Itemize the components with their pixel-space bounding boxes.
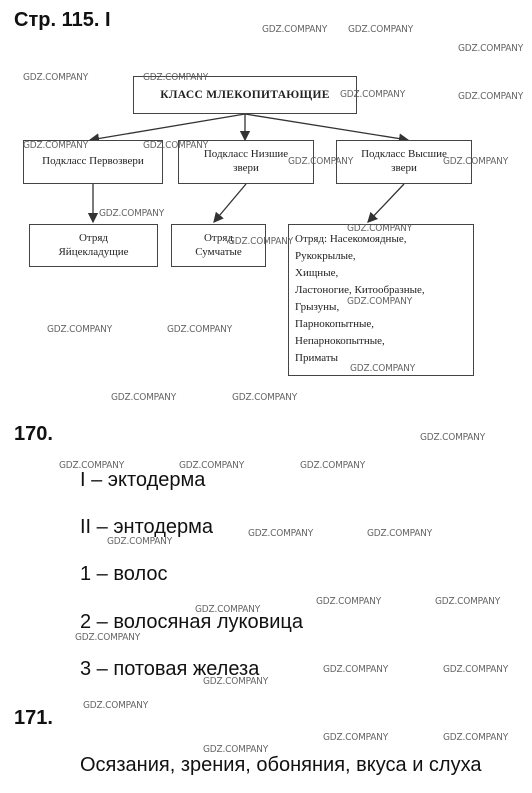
order-bats: Рукокрылые,	[295, 250, 356, 263]
order-marsupials-box: Отряд Сумчатые	[171, 224, 266, 267]
watermark: GDZ.COMPANY	[47, 324, 113, 335]
watermark: GDZ.COMPANY	[167, 324, 233, 335]
order-perissodactyls: Непарнокопытные,	[295, 335, 385, 348]
subclass-metatheria-label: Подкласс Низшие звери	[203, 148, 289, 174]
watermark: GDZ.COMPANY	[420, 432, 486, 443]
watermark: GDZ.COMPANY	[179, 460, 245, 471]
task-171-number: 171.	[14, 707, 53, 729]
order-marsupials-name: Сумчатые	[195, 245, 242, 258]
watermark: GDZ.COMPANY	[443, 156, 509, 167]
watermark: GDZ.COMPANY	[347, 223, 413, 234]
watermark: GDZ.COMPANY	[232, 392, 298, 403]
watermark: GDZ.COMPANY	[107, 536, 173, 547]
order-pinnipeds-cetaceans: Ластоногие, Китообразные,	[295, 284, 425, 297]
watermark: GDZ.COMPANY	[350, 363, 416, 374]
watermark: GDZ.COMPANY	[23, 140, 89, 151]
watermark: GDZ.COMPANY	[23, 72, 89, 83]
watermark: GDZ.COMPANY	[111, 392, 177, 403]
subclass-prototheria-label: Подкласс Первозвери	[42, 155, 144, 168]
class-mammals-label: КЛАСС МЛЕКОПИТАЮЩИЕ	[160, 88, 330, 101]
watermark: GDZ.COMPANY	[458, 43, 524, 54]
watermark: GDZ.COMPANY	[316, 596, 382, 607]
order-insectivores: Отряд: Насекомоядные,	[295, 233, 407, 245]
order-artiodactyls: Парнокопытные,	[295, 318, 374, 331]
subclass-prototheria-box: Подкласс Первозвери	[23, 140, 163, 184]
watermark: GDZ.COMPANY	[59, 460, 125, 471]
answer-170-line-3: 1 – волос	[80, 563, 168, 585]
class-mammals-box: КЛАСС МЛЕКОПИТАЮЩИЕ	[133, 76, 357, 114]
watermark: GDZ.COMPANY	[143, 72, 209, 83]
answer-170-line-4: 2 – волосяная луковица	[80, 611, 303, 633]
watermark: GDZ.COMPANY	[83, 700, 149, 711]
order-monotremes-name: Яйцекладущие	[58, 245, 129, 258]
watermark: GDZ.COMPANY	[458, 91, 524, 102]
answer-170-line-2: II – энтодерма	[80, 516, 214, 538]
subclass-eutheria-box: Подкласс Высшие звери	[336, 140, 472, 184]
order-monotremes-box: Отряд Яйцекладущие	[29, 224, 158, 267]
answer-170-line-5: 3 – потовая железа	[80, 658, 260, 680]
orders-placental-box: Отряд: Насекомоядные, Рукокрылые, Хищные…	[288, 224, 474, 376]
diagram-arrows	[87, 113, 410, 224]
watermark: GDZ.COMPANY	[443, 732, 509, 743]
subclass-metatheria-box: Подкласс Низшие звери	[178, 140, 314, 184]
watermark: GDZ.COMPANY	[300, 460, 366, 471]
watermark: GDZ.COMPANY	[340, 89, 406, 100]
answer-170-line-1: I – эктодерма	[80, 469, 206, 491]
watermark: GDZ.COMPANY	[443, 664, 509, 675]
arrow-metatheria-to-marsupials	[213, 183, 247, 223]
watermark: GDZ.COMPANY	[203, 676, 269, 687]
order-marsupials-label: Отряд	[203, 231, 234, 244]
page-heading: Стр. 115. I	[14, 9, 111, 31]
watermark: GDZ.COMPANY	[143, 140, 209, 151]
order-primates: Приматы	[295, 352, 339, 365]
subclass-eutheria-label: Подкласс Высшие звери	[361, 148, 447, 174]
watermark: GDZ.COMPANY	[347, 296, 413, 307]
answer-171: Осязания, зрения, обоняния, вкуса и слух…	[80, 754, 482, 776]
task-170-number: 170.	[14, 423, 53, 445]
order-carnivores: Хищные,	[295, 267, 339, 280]
arrow-root-to-eutheria	[244, 113, 410, 144]
watermark: GDZ.COMPANY	[195, 604, 261, 615]
order-rodents: Грызуны,	[295, 301, 340, 314]
arrow-eutheria-to-placental	[367, 183, 405, 223]
arrow-root-to-prototheria	[88, 113, 246, 144]
watermark: GDZ.COMPANY	[367, 528, 433, 539]
order-monotremes-label: Отряд	[78, 231, 109, 244]
watermark: GDZ.COMPANY	[75, 632, 141, 643]
watermark: GDZ.COMPANY	[203, 744, 269, 755]
watermark: GDZ.COMPANY	[262, 24, 328, 35]
watermark: GDZ.COMPANY	[323, 732, 389, 743]
watermark: GDZ.COMPANY	[348, 24, 414, 35]
watermark: GDZ.COMPANY	[288, 156, 354, 167]
watermark: GDZ.COMPANY	[99, 208, 165, 219]
watermark: GDZ.COMPANY	[435, 596, 501, 607]
watermark: GDZ.COMPANY	[323, 664, 389, 675]
watermark: GDZ.COMPANY	[248, 528, 314, 539]
watermark: GDZ.COMPANY	[228, 236, 294, 247]
